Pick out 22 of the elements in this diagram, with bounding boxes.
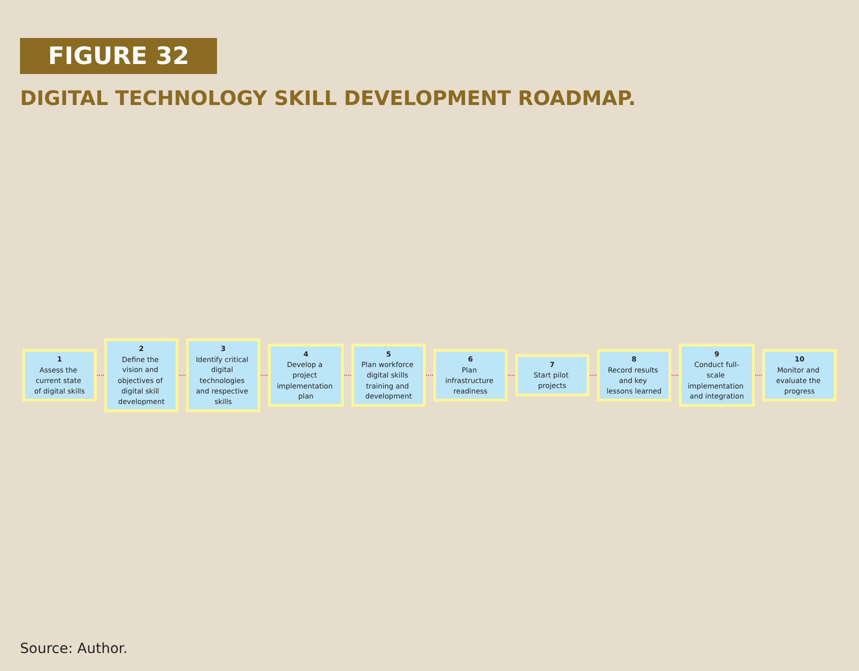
connector [753,375,764,376]
connector [506,375,517,376]
node-box [596,349,672,402]
diagram-title: DIGITAL TECHNOLOGY SKILL DEVELOPMENT ROADMAP. [20,86,637,110]
connector [94,375,106,376]
node-box [104,338,179,412]
connector [258,375,270,376]
node-box [22,349,97,402]
connector [176,375,188,376]
connector [424,375,436,376]
node-box [678,344,755,408]
node-box [268,344,344,408]
connector [670,375,681,376]
node-box [351,344,426,408]
connector [588,375,599,376]
node-box [186,338,260,412]
source-note: Source: Author. [20,641,129,657]
node-box [762,349,837,402]
node-box [515,354,590,397]
connector [342,375,354,376]
figure-number: FIGURE 32 [20,38,218,74]
node-box [433,349,508,402]
